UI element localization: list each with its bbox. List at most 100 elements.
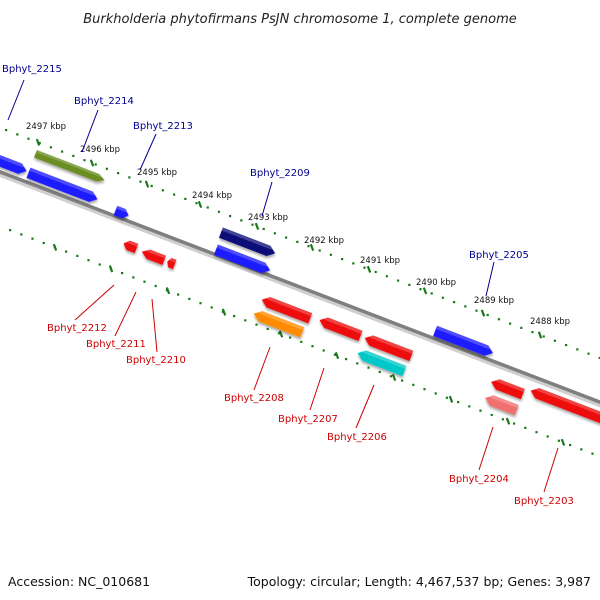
- gene-label[interactable]: Bphyt_2204: [449, 474, 509, 485]
- label-leader-line: [478, 426, 494, 471]
- gene-arrow[interactable]: [356, 348, 407, 377]
- tick-dot-upper: [262, 227, 265, 231]
- gene-label[interactable]: Bphyt_2203: [514, 496, 574, 507]
- major-tick-lower: [221, 308, 227, 316]
- gene-label[interactable]: Bphyt_2205: [469, 250, 529, 261]
- major-tick-upper: [197, 200, 203, 209]
- scale-label: 2491 kbp: [360, 256, 400, 266]
- gene-label[interactable]: Bphyt_2206: [327, 432, 387, 443]
- tick-dot-upper: [173, 193, 176, 196]
- tick-dot-lower: [154, 284, 157, 288]
- gene-arrow-body: [357, 350, 407, 377]
- tick-dot-upper: [419, 288, 422, 291]
- gene-label[interactable]: Bphyt_2209: [250, 168, 310, 179]
- tick-dot-lower: [468, 405, 471, 408]
- major-tick-upper: [366, 265, 372, 273]
- label-leader-line: [253, 346, 271, 391]
- gene-label[interactable]: Bphyt_2213: [133, 121, 193, 132]
- gene-arrow[interactable]: [252, 309, 305, 338]
- label-leader-line: [151, 298, 158, 353]
- gene-label[interactable]: Bphyt_2210: [126, 355, 186, 366]
- gene-arrow[interactable]: [483, 393, 519, 416]
- tick-dot-lower: [244, 319, 247, 322]
- gene-arrow[interactable]: [260, 295, 313, 324]
- gene-label[interactable]: Bphyt_2214: [74, 96, 134, 107]
- major-tick-upper: [89, 159, 95, 167]
- map-title: Burkholderia phytofirmans PsJN chromosom…: [83, 12, 517, 27]
- gene-arrow-body: [261, 297, 313, 324]
- major-tick-upper: [35, 138, 41, 146]
- tick-dot-upper: [453, 300, 456, 304]
- tick-dot-lower: [457, 400, 460, 404]
- tick-dot-lower: [479, 409, 482, 412]
- gene-arrow[interactable]: [218, 227, 277, 258]
- tick-dot-upper: [229, 214, 232, 218]
- major-tick-lower: [448, 395, 454, 403]
- gene-arrow[interactable]: [0, 151, 29, 177]
- major-tick-lower: [165, 287, 171, 295]
- gene-arrow[interactable]: [213, 244, 272, 275]
- tick-dot-upper: [128, 176, 131, 179]
- gene-arrow-highlight: [254, 310, 305, 331]
- gene-arrow[interactable]: [140, 247, 166, 265]
- gene-arrow-body: [123, 240, 139, 254]
- gene-label[interactable]: Bphyt_2211: [86, 339, 146, 350]
- gene-arrow[interactable]: [34, 150, 106, 184]
- tick-dot-upper: [509, 322, 512, 325]
- major-tick-lower: [108, 265, 114, 273]
- gene-label[interactable]: Bphyt_2207: [278, 414, 338, 425]
- gene-arrow[interactable]: [433, 325, 495, 358]
- tick-dot-lower: [121, 271, 124, 275]
- tick-dot-lower: [65, 250, 68, 253]
- genome-summary-text: Topology: circular; Length: 4,467,537 bp…: [247, 574, 591, 589]
- tick-dot-upper: [27, 137, 30, 140]
- tick-dot-upper: [329, 253, 332, 256]
- tick-dot-lower: [557, 439, 560, 442]
- tick-dot-lower: [546, 435, 549, 438]
- tick-dot-lower: [434, 392, 437, 395]
- tick-dot-lower: [233, 314, 236, 318]
- tick-dot-lower: [311, 345, 314, 348]
- tick-dot-upper: [520, 326, 523, 329]
- gene-arrow-highlight: [492, 378, 525, 393]
- tick-dot-lower: [277, 332, 280, 335]
- gene-arrow[interactable]: [489, 377, 525, 400]
- gene-arrow[interactable]: [363, 333, 414, 362]
- gene-arrow[interactable]: [165, 257, 177, 270]
- gene-label[interactable]: Bphyt_2208: [224, 393, 284, 404]
- backbone-shadow: [0, 170, 600, 408]
- gene-arrow[interactable]: [529, 386, 600, 425]
- tick-dot-lower: [20, 233, 23, 236]
- gene-arrow[interactable]: [113, 205, 131, 220]
- tick-dot-upper: [587, 352, 590, 355]
- tick-dot-lower: [401, 379, 404, 382]
- gene-labels: Bphyt_2215Bphyt_2214Bphyt_2213Bphyt_2209…: [2, 64, 574, 507]
- tick-dot-lower: [98, 263, 101, 266]
- tick-dot-upper: [72, 154, 75, 157]
- tick-dot-lower: [513, 422, 516, 425]
- gene-arrow[interactable]: [26, 167, 99, 205]
- tick-dot-lower: [199, 302, 202, 305]
- gene-arrow-highlight: [168, 257, 177, 263]
- label-leader-line: [309, 367, 325, 411]
- tick-dot-upper: [576, 348, 579, 351]
- major-tick-lower: [391, 373, 397, 381]
- gene-arrow[interactable]: [122, 239, 139, 254]
- tick-dot-lower: [445, 396, 448, 399]
- tick-dot-upper: [464, 305, 467, 308]
- tick-dot-lower: [188, 297, 191, 300]
- gene-arrow-highlight: [320, 317, 363, 334]
- tick-dot-lower: [524, 426, 527, 429]
- major-tick-lower: [334, 351, 340, 360]
- tick-dot-upper: [385, 275, 388, 278]
- tick-dot-upper: [296, 240, 299, 243]
- gene-label[interactable]: Bphyt_2212: [47, 323, 107, 334]
- label-leader-line: [139, 133, 157, 171]
- tick-dot-lower: [42, 241, 45, 245]
- gene-arrow[interactable]: [317, 315, 363, 342]
- tick-dot-lower: [255, 323, 258, 326]
- gene-label[interactable]: Bphyt_2215: [2, 64, 62, 75]
- tick-dot-upper: [318, 249, 321, 252]
- tick-dot-upper: [251, 223, 254, 226]
